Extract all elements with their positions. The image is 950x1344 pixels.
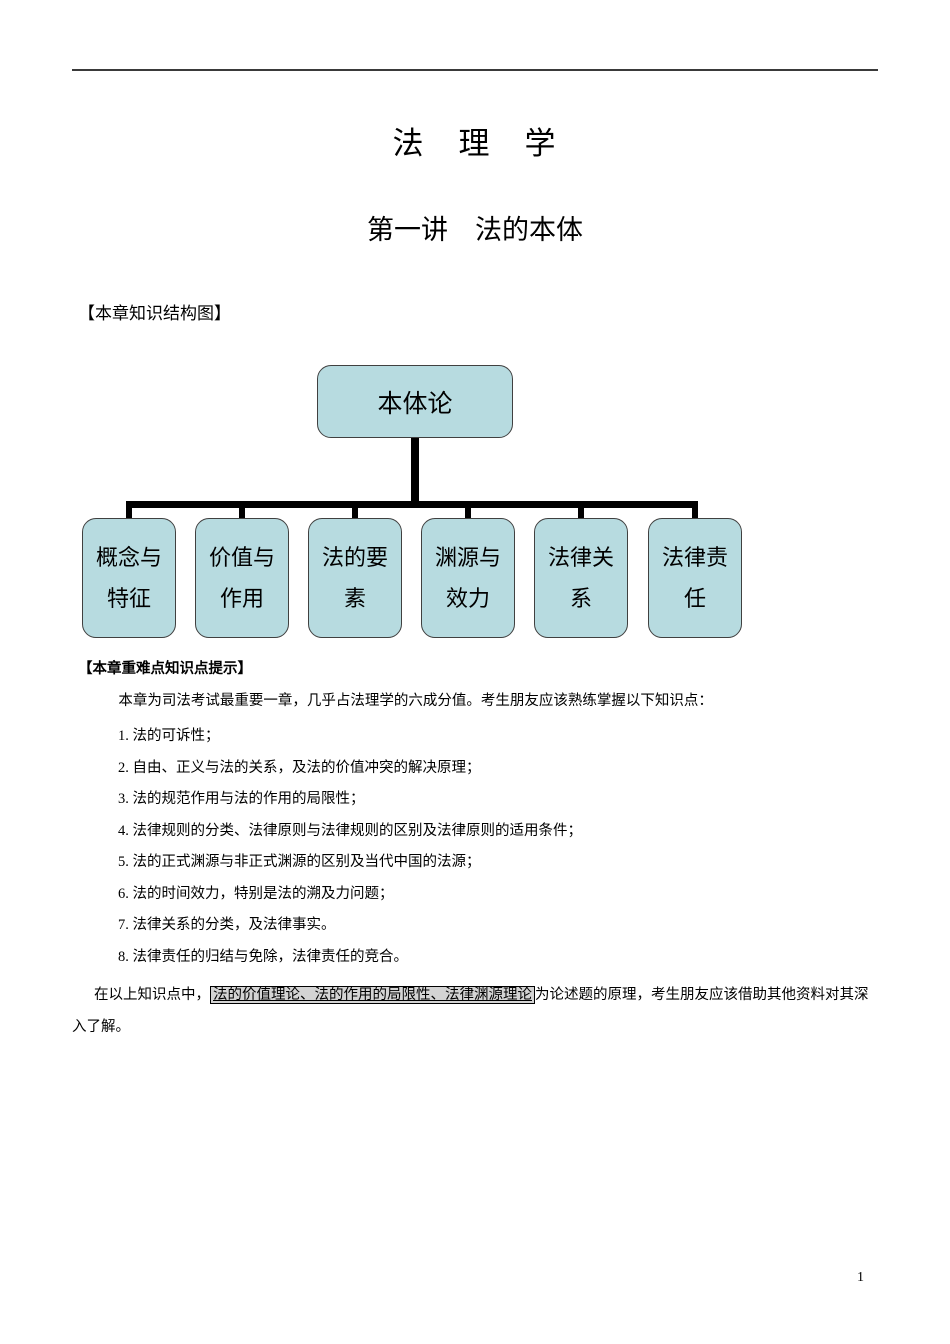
diagram-box-label: 概念与 — [95, 545, 162, 571]
diagram-box-label: 特征 — [106, 585, 151, 611]
diagram-box-label: 系 — [569, 585, 592, 611]
diagram-box-label: 法的要 — [321, 545, 388, 571]
knowledge-point-list: 1. 法的可诉性； 2. 自由、正义与法的关系，及法的价值冲突的解决原理； 3.… — [72, 721, 878, 973]
connector-stub — [352, 508, 358, 518]
connector-vertical — [411, 438, 419, 508]
diagram-box-label: 效力 — [445, 585, 490, 611]
diagram-root-label: 本体论 — [377, 390, 453, 418]
list-item: 4. 法律规则的分类、法律原则与法律规则的区别及法律原则的适用条件； — [118, 822, 582, 839]
connector-stub — [578, 508, 584, 518]
closing-prefix: 在以上知识点中， — [94, 987, 210, 1003]
chapter-tips-content: 本章为司法考试最重要一章，几乎占法理学的六成分值。考生朋友应该熟练掌握以下知识点… — [72, 690, 878, 1043]
diagram-root-box: 本体论 — [317, 365, 513, 438]
connector-stub — [239, 508, 245, 518]
diagram-child-box: 概念与 特征 — [82, 518, 176, 638]
diagram-child-box: 渊源与 效力 — [421, 518, 515, 638]
diagram-child-box: 价值与 作用 — [195, 518, 289, 638]
list-item: 8. 法律责任的归结与免除，法律责任的竞合。 — [118, 948, 408, 965]
diagram-box-label: 法律责 — [661, 545, 728, 571]
diagram-box-label: 价值与 — [208, 545, 275, 571]
diagram-box-label: 任 — [683, 585, 706, 611]
connector-stub — [692, 508, 698, 518]
chapter-title: 第一讲 法的本体 — [367, 215, 583, 245]
diagram-child-box: 法律责 任 — [648, 518, 742, 638]
list-item: 2. 自由、正义与法的关系，及法的价值冲突的解决原理； — [118, 759, 481, 776]
closing-paragraph: 在以上知识点中，法的价值理论、法的作用的局限性、法律渊源理论为论述题的原理，考生… — [72, 979, 878, 1043]
structure-heading: 【本章知识结构图】 — [78, 304, 231, 323]
list-item: 3. 法的规范作用与法的作用的局限性； — [118, 791, 365, 807]
diagram-child-box: 法律关 系 — [534, 518, 628, 638]
connector-horizontal — [126, 501, 698, 508]
diagram-box-label: 渊源与 — [434, 545, 501, 571]
intro-paragraph: 本章为司法考试最重要一章，几乎占法理学的六成分值。考生朋友应该熟练掌握以下知识点… — [118, 693, 713, 709]
highlighted-key-topics: 法的价值理论、法的作用的局限性、法律渊源理论 — [210, 986, 535, 1004]
list-item: 1. 法的可诉性； — [118, 728, 220, 744]
document-title: 法 理 学 — [392, 126, 558, 161]
diagram-box-label: 素 — [343, 585, 366, 611]
diagram-box-label: 作用 — [219, 585, 264, 611]
tips-heading: 【本章重难点知识点提示】 — [78, 661, 252, 677]
diagram-child-box: 法的要 素 — [308, 518, 402, 638]
list-item: 5. 法的正式渊源与非正式渊源的区别及当代中国的法源； — [118, 854, 481, 870]
connector-stub — [126, 508, 132, 518]
closing-suffix: 为论述题的原理，考生朋友应该借助其他资料对其深入了解。 — [72, 987, 869, 1035]
diagram-box-label: 法律关 — [547, 545, 614, 571]
list-item: 7. 法律关系的分类，及法律事实。 — [118, 917, 336, 933]
header-rule — [72, 69, 878, 71]
list-item: 6. 法的时间效力，特别是法的溯及力问题； — [118, 885, 394, 902]
page-number: 1 — [857, 1270, 864, 1285]
connector-stub — [465, 508, 471, 518]
